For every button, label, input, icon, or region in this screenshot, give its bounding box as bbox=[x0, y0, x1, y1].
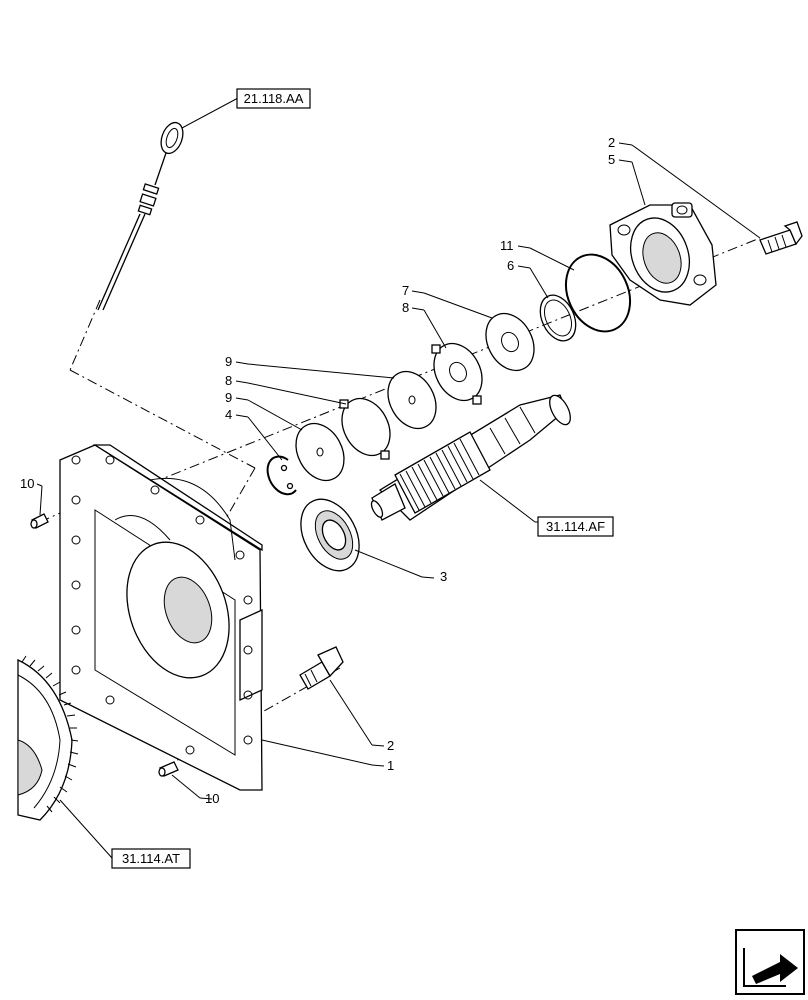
dowel-pin-left bbox=[30, 513, 49, 529]
callout-2-bottom: 2 bbox=[387, 738, 394, 753]
callout-1: 1 bbox=[387, 758, 394, 773]
ref-box-dipstick[interactable]: 21.118.AA bbox=[236, 88, 311, 109]
disc-9-mid bbox=[295, 422, 345, 482]
callout-10-bottom: 10 bbox=[205, 791, 219, 806]
seal-3 bbox=[300, 498, 360, 572]
callout-5: 5 bbox=[608, 152, 615, 167]
callout-10-left: 10 bbox=[20, 476, 34, 491]
pto-shaft bbox=[370, 394, 571, 521]
callout-9-top: 9 bbox=[225, 354, 232, 369]
arrow-next-icon[interactable] bbox=[735, 929, 805, 995]
svg-text:21.118.AA: 21.118.AA bbox=[244, 91, 304, 106]
flange-cover bbox=[609, 202, 717, 306]
bolt-top bbox=[759, 221, 803, 255]
dipstick bbox=[97, 121, 184, 311]
disc-9-top bbox=[387, 370, 437, 430]
svg-text:31.114.AT: 31.114.AT bbox=[122, 851, 180, 866]
svg-text:31.114.AF: 31.114.AF bbox=[546, 519, 605, 534]
callout-11: 11 bbox=[500, 238, 514, 253]
bolt-bottom bbox=[299, 646, 344, 690]
callout-9-mid: 9 bbox=[225, 390, 232, 405]
gear bbox=[17, 655, 79, 821]
callout-6: 6 bbox=[507, 258, 514, 273]
ref-box-shaft[interactable]: 31.114.AF bbox=[537, 516, 614, 537]
circlip-4 bbox=[266, 455, 297, 496]
housing bbox=[59, 444, 263, 791]
callout-8-top: 8 bbox=[402, 300, 409, 315]
washer-7 bbox=[485, 312, 535, 372]
o-ring bbox=[564, 253, 632, 333]
callout-3: 3 bbox=[440, 569, 447, 584]
snap-ring-6 bbox=[539, 294, 577, 342]
tab-washer-8-top bbox=[431, 342, 483, 405]
callout-2-top: 2 bbox=[608, 135, 615, 150]
callout-4: 4 bbox=[225, 407, 232, 422]
leader-lines bbox=[36, 97, 761, 859]
callout-8-mid: 8 bbox=[225, 373, 232, 388]
ref-box-gear[interactable]: 31.114.AT bbox=[111, 848, 191, 869]
callout-7: 7 bbox=[402, 283, 409, 298]
callout-labels: 2 5 11 6 7 8 9 8 9 4 10 3 2 1 10 bbox=[20, 135, 615, 806]
dowel-pin-bottom bbox=[158, 761, 179, 777]
